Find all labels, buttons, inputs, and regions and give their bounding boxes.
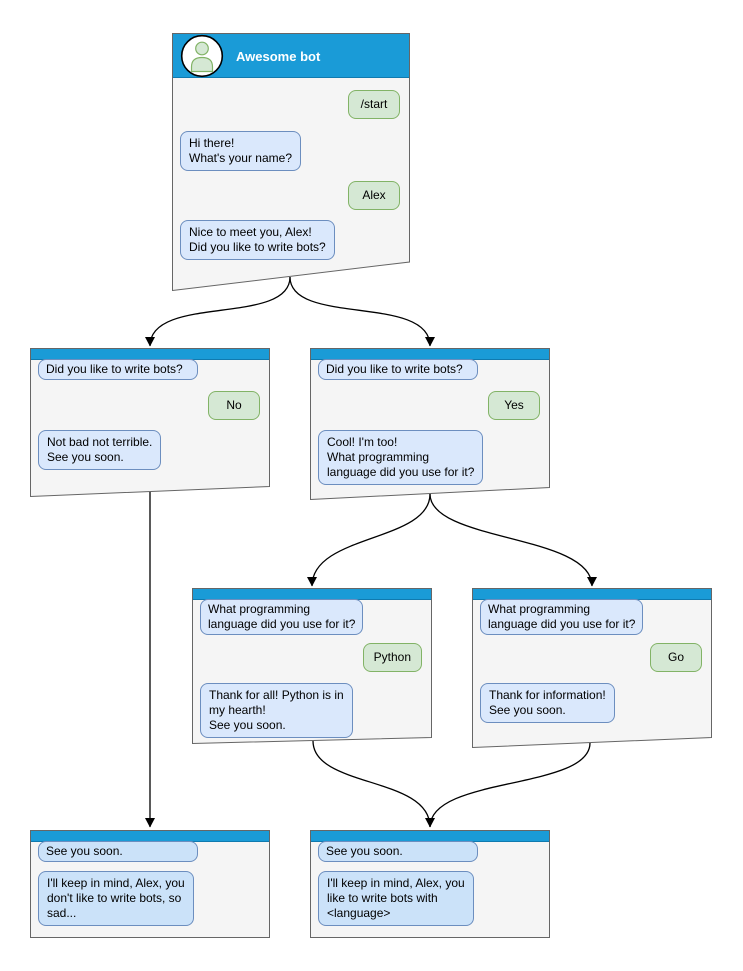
window-titlebar [473,589,711,600]
chat-window-python: What programming language did you use fo… [192,588,432,744]
bot-message-bubble: Thank for all! Python is in my hearth! S… [200,683,353,738]
bot-message-bubble: I'll keep in mind, Alex, you don't like … [38,871,194,926]
bot-message-bubble: See you soon. [38,841,198,862]
bot-message-bubble: Not bad not terrible. See you soon. [38,430,162,470]
user-message-bubble: /start [348,90,400,119]
bot-message-bubble: What programming language did you use fo… [200,599,364,635]
chat-window-branch-no: Did you like to write bots? No Not bad n… [30,348,270,497]
window-titlebar: Awesome bot [173,34,409,78]
bot-message-bubble: What programming language did you use fo… [480,599,644,635]
window-titlebar [31,831,269,842]
window-titlebar [193,589,431,600]
bot-message-bubble: Did you like to write bots? [38,359,198,380]
chat-window-go: What programming language did you use fo… [472,588,712,748]
bot-message-bubble: Hi there! What's your name? [180,131,302,171]
bot-message-bubble: Did you like to write bots? [318,359,478,380]
window-title: Awesome bot [236,48,321,64]
bot-message-bubble: I'll keep in mind, Alex, you like to wri… [318,871,474,926]
bot-avatar-icon [180,34,224,78]
chat-window-start: Awesome bot /start Hi there! What's your… [172,33,410,291]
edge-yes-to-python [307,493,431,587]
window-titlebar [31,349,269,360]
window-titlebar [311,349,549,360]
bot-message-bubble: Thank for information! See you soon. [480,683,615,723]
edge-go-to-end [429,742,591,828]
user-message-bubble: Yes [488,391,540,420]
chat-window-branch-yes: Did you like to write bots? Yes Cool! I'… [310,348,550,500]
bot-message-bubble: Nice to meet you, Alex! Did you like to … [180,220,335,260]
bot-message-bubble: Cool! I'm too! What programming language… [318,430,484,485]
user-message-bubble: Python [362,643,422,672]
user-message-bubble: No [208,391,260,420]
user-message-bubble: Alex [348,181,400,210]
edge-yes-to-go [429,493,597,587]
chat-window-end-yes: See you soon. I'll keep in mind, Alex, y… [310,830,550,938]
window-titlebar [311,831,549,842]
edge-python-to-end [312,740,435,828]
chat-window-end-no: See you soon. I'll keep in mind, Alex, y… [30,830,270,938]
user-message-bubble: Go [650,643,702,672]
bot-message-bubble: See you soon. [318,841,478,862]
